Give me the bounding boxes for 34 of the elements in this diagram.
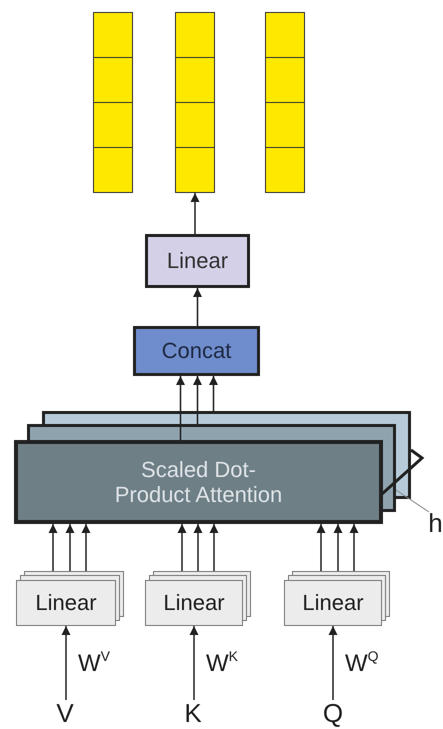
arrow	[209, 376, 218, 411]
arrow	[66, 524, 74, 571]
arrow	[316, 524, 326, 571]
input-label: V	[50, 700, 80, 728]
arrow	[82, 524, 90, 571]
process-box: Linear	[16, 580, 116, 626]
vector-bar	[265, 12, 305, 193]
arrow	[190, 193, 200, 234]
arrow	[193, 288, 202, 326]
edge-label: W$^{V}$	[78, 649, 110, 676]
attention-box: Scaled Dot-Product Attention	[14, 440, 383, 524]
arrow	[334, 524, 342, 571]
edge-label: W$^{K}$	[206, 649, 238, 676]
input-label: K	[178, 700, 208, 728]
arrow	[176, 376, 185, 440]
vector-bar	[93, 12, 133, 193]
arrow	[190, 626, 198, 700]
arrow	[350, 524, 358, 571]
input-label: Q	[318, 700, 348, 728]
process-box: Concat	[133, 326, 260, 376]
process-box: Linear	[145, 580, 243, 626]
arrow	[62, 626, 70, 700]
arrow	[48, 524, 58, 571]
arrow	[194, 524, 202, 571]
process-box: Linear	[145, 234, 250, 288]
arrow	[210, 524, 218, 571]
vector-bar	[175, 12, 215, 193]
process-box: Linear	[284, 580, 382, 626]
arrow	[193, 376, 202, 424]
arrow	[328, 626, 338, 700]
arrow	[178, 524, 186, 571]
input-label: h	[428, 510, 443, 540]
leader-line	[396, 490, 430, 512]
edge-label: W$^{Q}$	[345, 649, 379, 676]
